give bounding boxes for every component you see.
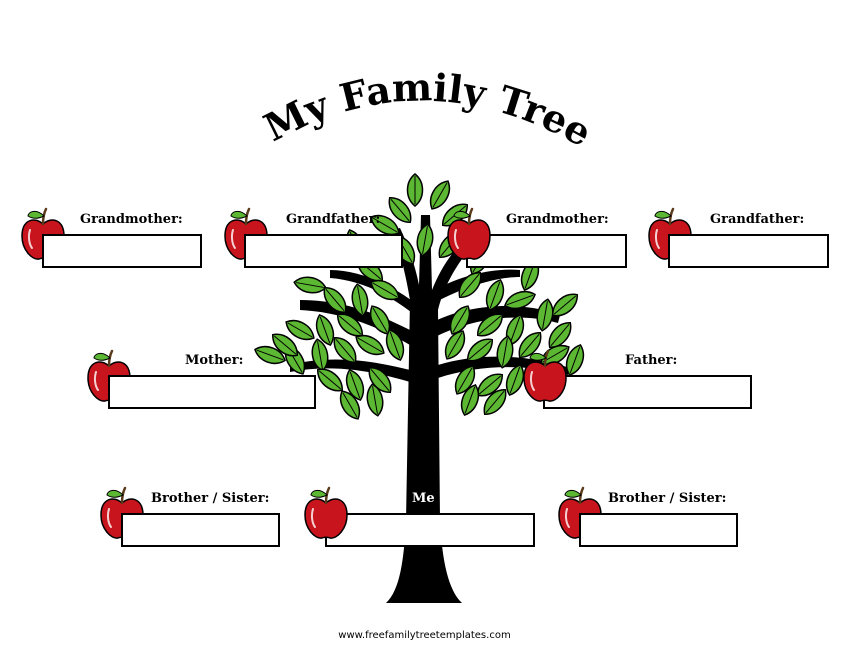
leaf	[271, 333, 299, 357]
leaf	[445, 330, 465, 360]
leaf	[450, 305, 470, 335]
leaf	[366, 383, 384, 417]
mother-label: Mother:	[185, 353, 244, 368]
tree-leaves	[254, 173, 585, 420]
sibling-right-field[interactable]	[579, 513, 738, 547]
me-label: Me	[412, 491, 435, 506]
apple-icon	[523, 349, 567, 402]
grandmother-maternal-field[interactable]	[466, 234, 627, 268]
leaf	[388, 196, 412, 224]
leaf	[455, 365, 475, 395]
sibling-left-field[interactable]	[121, 513, 280, 547]
father-label: Father:	[625, 353, 678, 368]
leaf	[285, 320, 315, 340]
tree-branch-left-upper	[330, 270, 411, 312]
leaf	[368, 366, 392, 394]
leaf	[460, 384, 480, 416]
grandmother-paternal-field[interactable]	[42, 234, 202, 268]
footer-url: www.freefamilytreetemplates.com	[338, 630, 511, 641]
mother-field[interactable]	[108, 375, 316, 409]
leaf	[485, 279, 505, 311]
leaf	[458, 271, 482, 299]
leaf	[466, 338, 494, 362]
grandmother-label: Grandmother:	[80, 212, 183, 227]
leaf	[370, 215, 400, 235]
grandfather-paternal-field[interactable]	[244, 234, 403, 268]
leaf	[518, 331, 542, 359]
grandfather-label: Grandfather:	[710, 212, 805, 227]
tree-branch-left	[300, 300, 410, 345]
tree-branch-right-upper	[436, 269, 520, 302]
title-graphic: My Family Tree	[257, 64, 600, 155]
grandmother-label: Grandmother:	[506, 212, 609, 227]
leaf	[430, 180, 450, 210]
leaf	[385, 329, 405, 361]
leaf	[370, 280, 400, 300]
leaf	[406, 173, 424, 207]
leaf	[476, 313, 504, 337]
leaf	[351, 283, 369, 317]
leaf	[254, 345, 286, 365]
father-field[interactable]	[543, 375, 752, 409]
leaf	[323, 286, 347, 314]
leaf	[504, 290, 536, 310]
leaf	[293, 276, 327, 294]
leaf	[316, 368, 344, 392]
leaf	[333, 336, 357, 364]
leaf	[548, 321, 572, 349]
apple-icon	[447, 207, 491, 260]
leaf	[416, 223, 434, 257]
leaf	[345, 369, 365, 401]
leaf	[355, 335, 385, 355]
leaf	[315, 314, 335, 346]
grandfather-label: Grandfather:	[286, 212, 381, 227]
leaf	[340, 390, 360, 420]
sibling-right-label: Brother / Sister:	[608, 491, 727, 506]
leaf	[536, 298, 554, 332]
leaf	[505, 364, 525, 396]
leaf	[551, 293, 579, 317]
me-field[interactable]	[325, 513, 535, 547]
sibling-left-label: Brother / Sister:	[151, 491, 270, 506]
leaf	[496, 335, 514, 369]
grandfather-maternal-field[interactable]	[668, 234, 829, 268]
tree-trunk	[386, 215, 474, 603]
leaf	[483, 388, 507, 416]
apple-icon	[304, 486, 348, 539]
